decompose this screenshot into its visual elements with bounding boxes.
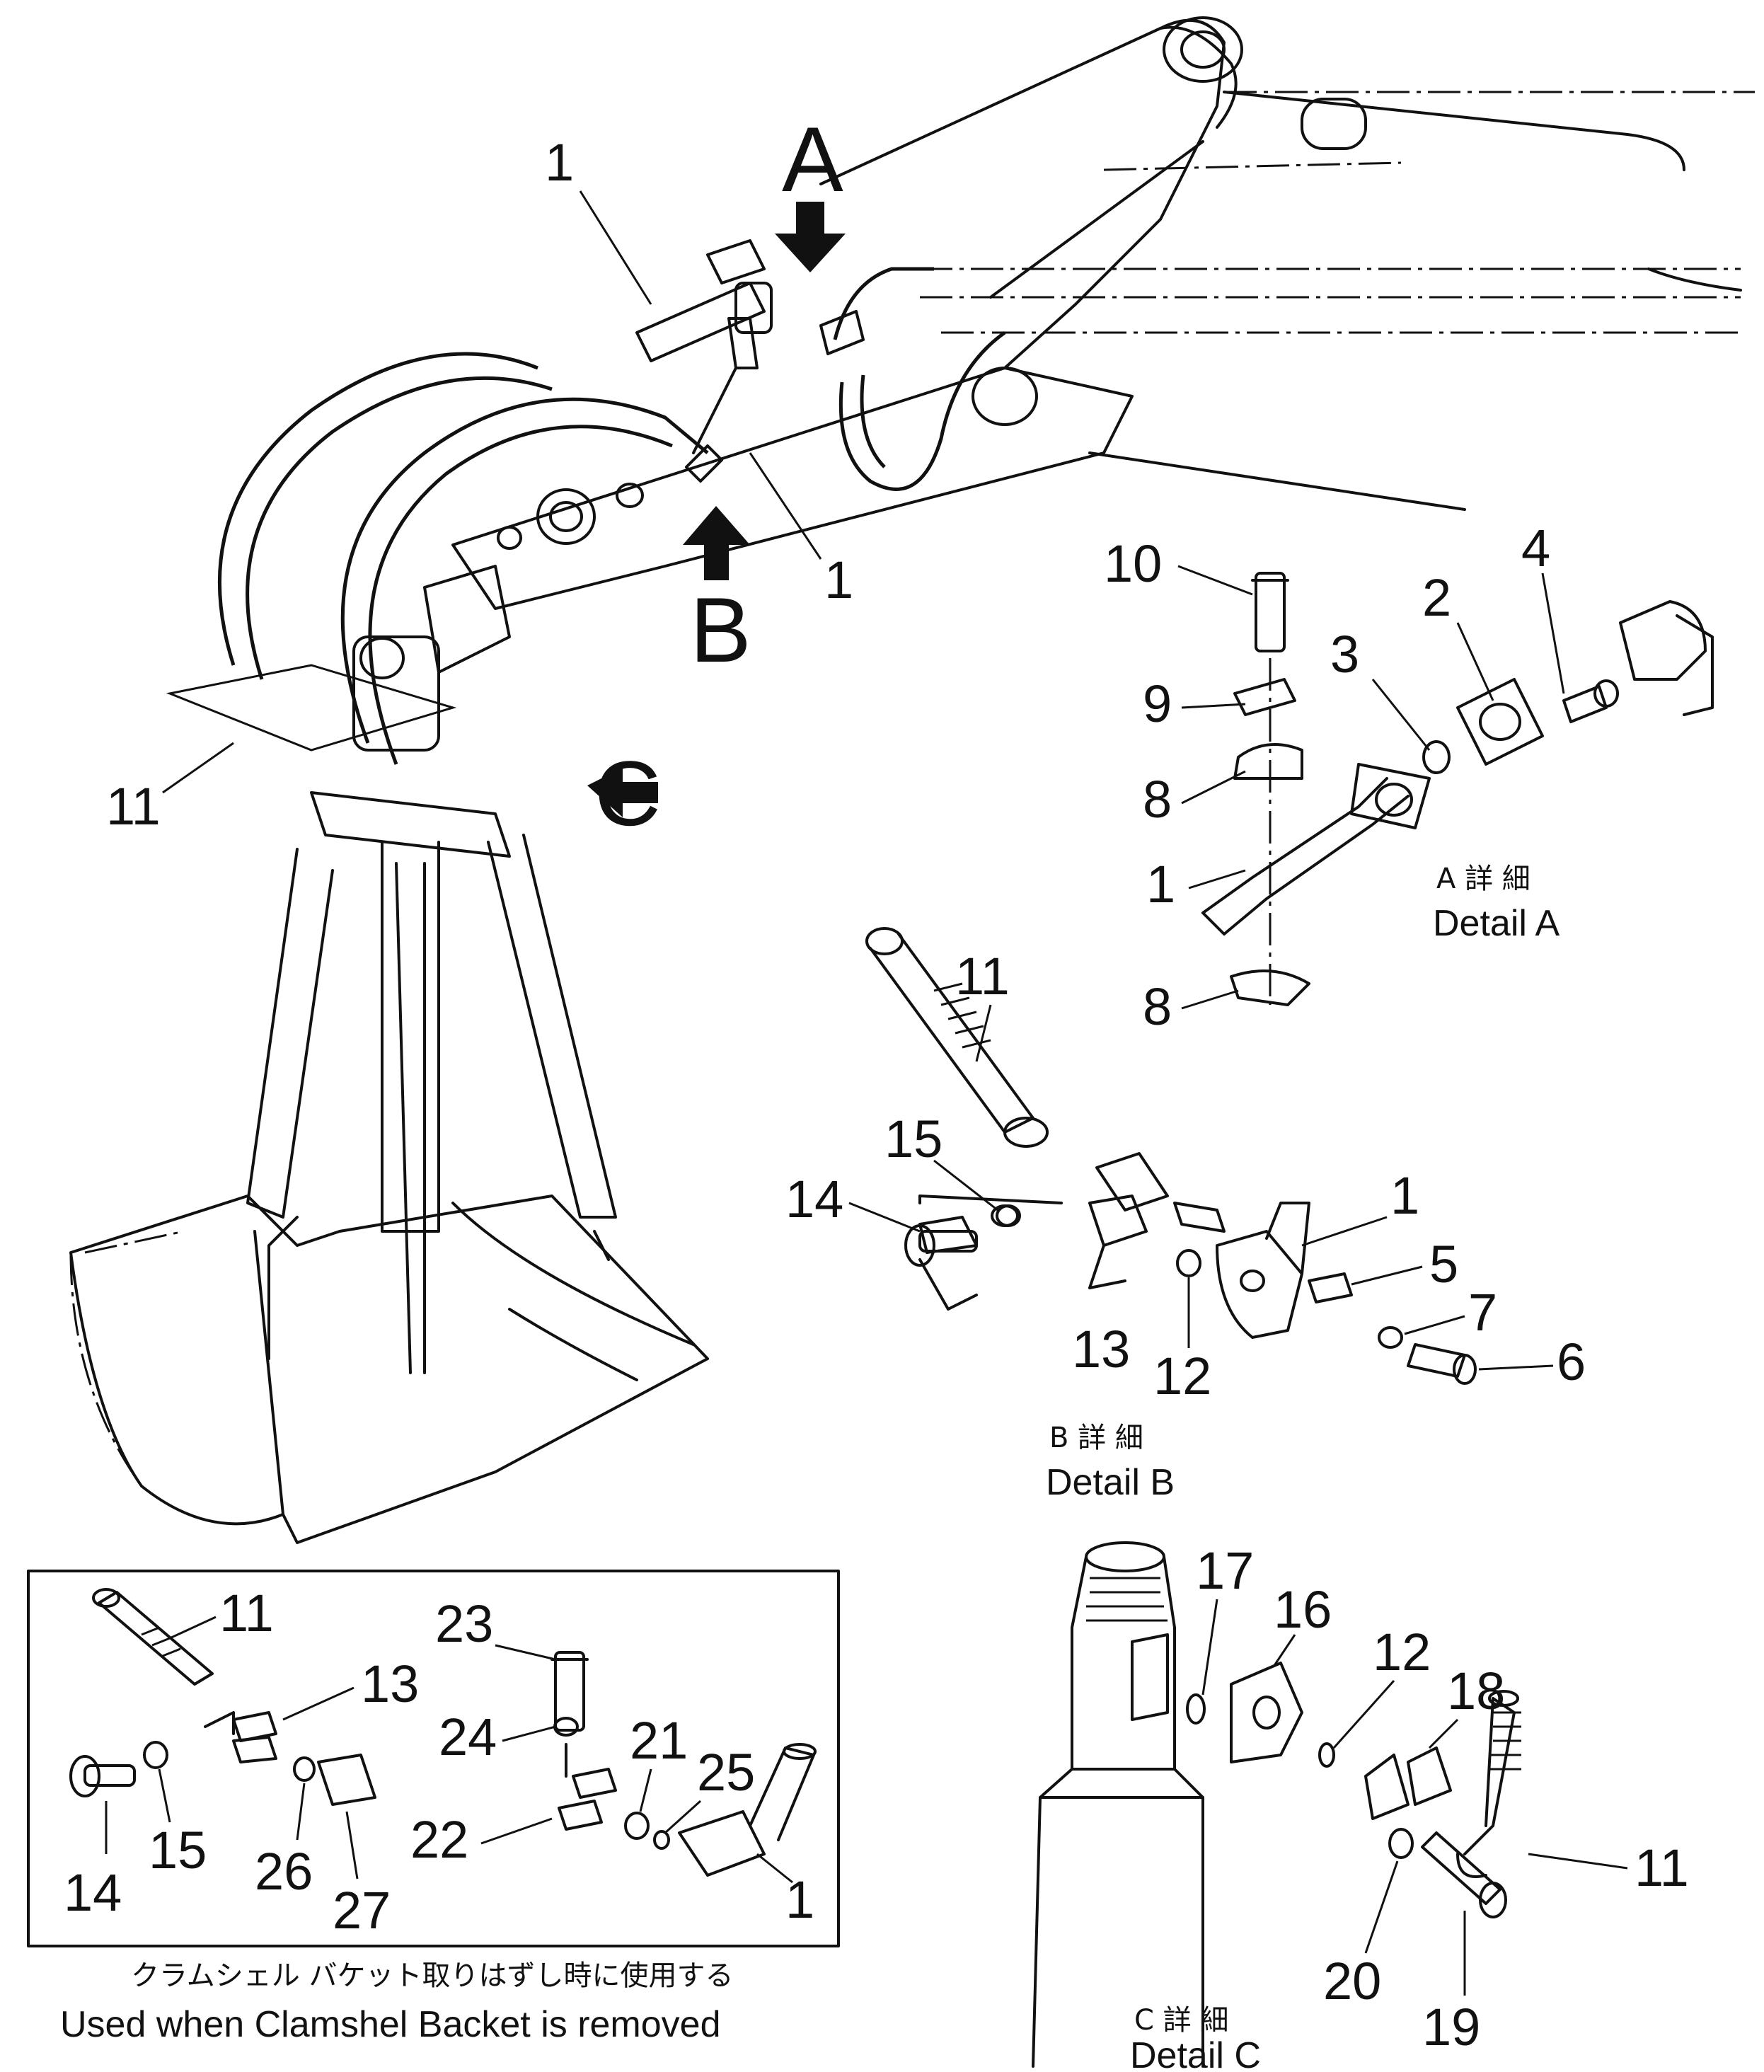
detail-a-caption-jp: A 詳 細 [1436,863,1530,895]
callout-label: 21 [630,1711,688,1770]
detail-c-caption-en: Detail C [1130,2035,1261,2072]
callout-label: 9 [1143,674,1172,733]
callout-label: 1 [824,551,853,609]
callout-label: 15 [149,1821,207,1880]
callout-label: 11 [955,947,1010,1006]
view-arrow-a-label: A [782,108,843,211]
removed-bucket-box: 11 13 14 15 26 27 23 24 22 21 25 1 クラムシェ… [27,1570,840,2045]
callout-label: 13 [1072,1320,1130,1379]
callout-label: 22 [410,1810,468,1869]
detail-b-caption-en: Detail B [1046,1462,1175,1503]
callout-label: 8 [1143,770,1172,829]
callout-label: 11 [219,1584,274,1642]
callout-label: 5 [1429,1235,1458,1294]
view-arrow-c: C [587,742,661,845]
callout-label: 14 [785,1170,843,1228]
removed-note-jp: クラムシェル バケット取りはずし時に使用する [131,1959,734,1992]
view-arrow-c-label: C [594,742,661,845]
callout-label: 23 [435,1594,493,1653]
main-callouts: 1 1 11 [106,133,853,836]
callout-label: 6 [1557,1333,1586,1391]
clamshell-bucket [69,565,709,1544]
view-arrow-b: B [683,506,751,681]
callout-label: 19 [1422,1998,1480,2056]
callout-label: 7 [1468,1283,1497,1342]
callout-label: 1 [1146,855,1175,914]
callout-label: 25 [697,1743,755,1802]
callout-label: 18 [1447,1662,1505,1720]
main-view [69,16,1755,1544]
callout-label: 11 [106,777,161,836]
detail-a: 10 9 8 3 2 4 1 8 A 詳 細 Detail A [1104,519,1714,1036]
callout-label: 4 [1521,519,1550,577]
callout-label: 15 [884,1110,942,1168]
callout-label: 12 [1373,1623,1431,1681]
detail-c-caption-jp: C 詳 細 [1134,2004,1228,2037]
detail-c: 17 16 12 18 11 20 19 C 詳 細 Detail C [1032,1541,1689,2072]
view-arrow-b-label: B [690,578,751,681]
callout-label: 10 [1104,534,1162,593]
detail-a-caption-en: Detail A [1433,903,1560,944]
view-arrow-a: A [775,108,846,272]
callout-label: 3 [1330,625,1359,684]
removed-note-en: Used when Clamshel Backet is removed [60,2004,721,2045]
callout-label: 11 [1635,1838,1689,1897]
callout-label: 24 [439,1708,497,1766]
callout-label: 27 [333,1881,391,1940]
callout-label: 17 [1196,1541,1254,1600]
detail-b-caption-jp: B 詳 細 [1049,1422,1143,1454]
detail-b: 11 15 14 13 12 1 5 7 6 B 詳 細 Detail B [785,927,1586,1503]
callout-label: 16 [1274,1580,1332,1639]
callout-label: 12 [1153,1347,1211,1405]
callout-label: 8 [1143,977,1172,1036]
callout-label: 1 [1390,1166,1419,1225]
callout-label: 1 [545,133,574,192]
callout-label: 26 [255,1842,313,1901]
callout-label: 2 [1422,568,1451,627]
callout-label: 14 [64,1863,122,1922]
callout-label: 20 [1323,1952,1381,2010]
boom [451,16,1755,610]
callout-label: 13 [361,1654,419,1713]
hoses [217,239,1006,765]
